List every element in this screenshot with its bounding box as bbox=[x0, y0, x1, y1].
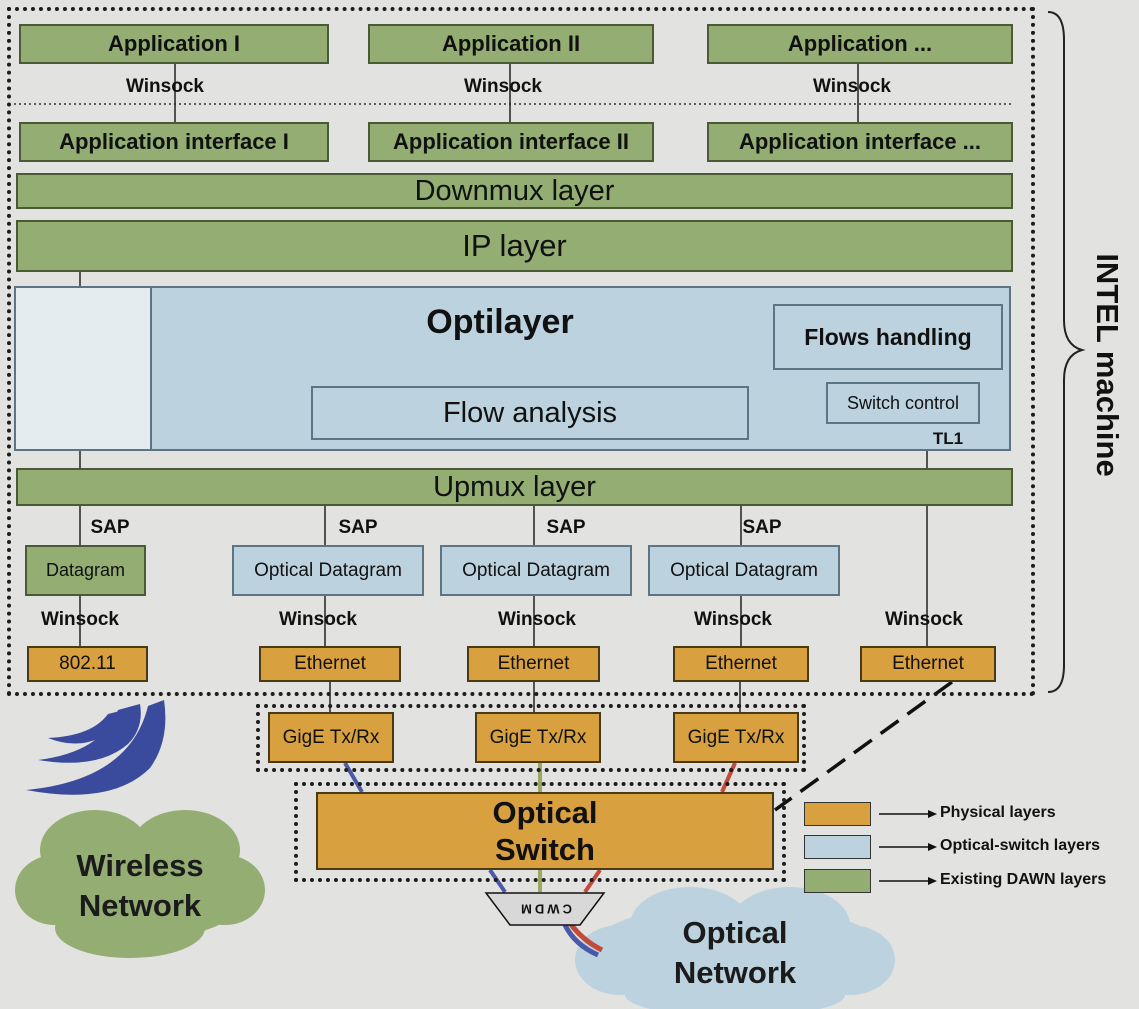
downmux-layer: Downmux layer bbox=[16, 173, 1013, 209]
application-label: Application II bbox=[441, 31, 581, 56]
application-interface-box-1: Application interface I bbox=[19, 122, 329, 162]
application-label: Application ... bbox=[787, 31, 933, 56]
upmux-label: Upmux layer bbox=[433, 470, 596, 503]
sap-label: SAP bbox=[742, 517, 782, 538]
application-box-3: Application ... bbox=[707, 24, 1013, 64]
cwdm-mux-shape bbox=[484, 892, 606, 926]
intel-machine-border bbox=[7, 7, 1035, 696]
ethernet-label: Ethernet bbox=[892, 653, 964, 674]
ethernet-box-3: Ethernet bbox=[673, 646, 809, 682]
downmux-label: Downmux layer bbox=[414, 174, 615, 207]
ip-layer: IP layer bbox=[16, 220, 1013, 272]
ethernet-box-2: Ethernet bbox=[467, 646, 600, 682]
application-box-2: Application II bbox=[368, 24, 654, 64]
optical-network-label: Optical Network bbox=[673, 915, 797, 990]
winsock-label: Winsock bbox=[41, 609, 119, 630]
optical-datagram-label: Optical Datagram bbox=[670, 559, 818, 581]
optical-switch-box: Optical Switch bbox=[316, 792, 774, 870]
wireless-cloud bbox=[15, 810, 265, 958]
flows-handling-label: Flows handling bbox=[804, 323, 972, 350]
optical-cloud bbox=[575, 887, 895, 1009]
application-label: Application I bbox=[108, 31, 240, 56]
legend-swatch-optical bbox=[804, 835, 871, 859]
datagram-box: Datagram bbox=[25, 545, 146, 596]
ethernet-box-1: Ethernet bbox=[259, 646, 401, 682]
optical-datagram-box-2: Optical Datagram bbox=[440, 545, 632, 596]
application-interface-box-2: Application interface II bbox=[368, 122, 654, 162]
fiber-red bbox=[720, 762, 737, 793]
optical-datagram-box-3: Optical Datagram bbox=[648, 545, 840, 596]
machine-brace bbox=[1047, 11, 1086, 693]
switch-control-box: Switch control bbox=[826, 382, 980, 424]
wifi-80211-box: 802.11 bbox=[27, 646, 148, 682]
optical-datagram-label: Optical Datagram bbox=[254, 559, 402, 581]
application-interface-label: Application interface I bbox=[59, 129, 289, 154]
optical-switch-label: Optical Switch bbox=[492, 795, 598, 867]
flow-analysis-label: Flow analysis bbox=[442, 396, 618, 429]
gige-group-border bbox=[256, 704, 806, 772]
optilayer-title: Optilayer bbox=[426, 303, 574, 341]
gige-box-3: GigE Tx/Rx bbox=[673, 712, 799, 763]
gige-box-2: GigE Tx/Rx bbox=[475, 712, 601, 763]
sap-label: SAP bbox=[90, 517, 130, 538]
legend-label-optical: Optical-switch layers bbox=[940, 837, 1101, 854]
flows-handling-box: Flows handling bbox=[773, 304, 1003, 370]
ethernet-box-4: Ethernet bbox=[860, 646, 996, 682]
gige-label: GigE Tx/Rx bbox=[489, 726, 587, 748]
legend-label-dawn: Existing DAWN layers bbox=[940, 871, 1107, 888]
switch-control-label: Switch control bbox=[846, 392, 960, 413]
legend-label-physical: Physical layers bbox=[940, 804, 1056, 821]
optical-datagram-label: Optical Datagram bbox=[462, 559, 610, 581]
wifi-label: 802.11 bbox=[59, 653, 116, 674]
sap-label: SAP bbox=[338, 517, 378, 538]
dashed-control-link bbox=[773, 680, 954, 812]
fiber-bundle bbox=[562, 923, 600, 958]
sap-label: SAP bbox=[546, 517, 586, 538]
wireless-network-label: Wireless Network bbox=[76, 848, 204, 923]
optilayer-bypass-panel bbox=[16, 288, 152, 449]
datagram-label: Datagram bbox=[45, 560, 126, 580]
winsock-label: Winsock bbox=[813, 76, 891, 97]
winsock-label: Winsock bbox=[694, 609, 772, 630]
ethernet-label: Ethernet bbox=[497, 653, 570, 674]
wireless-waves-icon bbox=[26, 700, 166, 795]
ethernet-label: Ethernet bbox=[294, 653, 366, 674]
ip-label: IP layer bbox=[462, 228, 567, 263]
application-interface-label: Application interface ... bbox=[738, 129, 982, 154]
ethernet-label: Ethernet bbox=[705, 653, 777, 674]
upmux-layer: Upmux layer bbox=[16, 468, 1013, 506]
optical-switch-border bbox=[294, 782, 786, 882]
winsock-label: Winsock bbox=[126, 76, 204, 97]
gige-label: GigE Tx/Rx bbox=[282, 726, 380, 748]
winsock-label: Winsock bbox=[279, 609, 357, 630]
optical-datagram-box-1: Optical Datagram bbox=[232, 545, 424, 596]
winsock-label: Winsock bbox=[464, 76, 542, 97]
winsock-label: Winsock bbox=[498, 609, 576, 630]
fiber-blue bbox=[343, 761, 364, 794]
legend-swatch-dawn bbox=[804, 869, 871, 893]
tl1-label: TL1 bbox=[932, 429, 964, 448]
flow-analysis-box: Flow analysis bbox=[311, 386, 749, 440]
gige-box-1: GigE Tx/Rx bbox=[268, 712, 394, 763]
application-interface-label: Application interface II bbox=[393, 129, 629, 154]
legend-swatch-physical bbox=[804, 802, 871, 826]
winsock-label: Winsock bbox=[885, 609, 963, 630]
application-interface-box-3: Application interface ... bbox=[707, 122, 1013, 162]
gige-label: GigE Tx/Rx bbox=[687, 726, 785, 748]
application-box-1: Application I bbox=[19, 24, 329, 64]
